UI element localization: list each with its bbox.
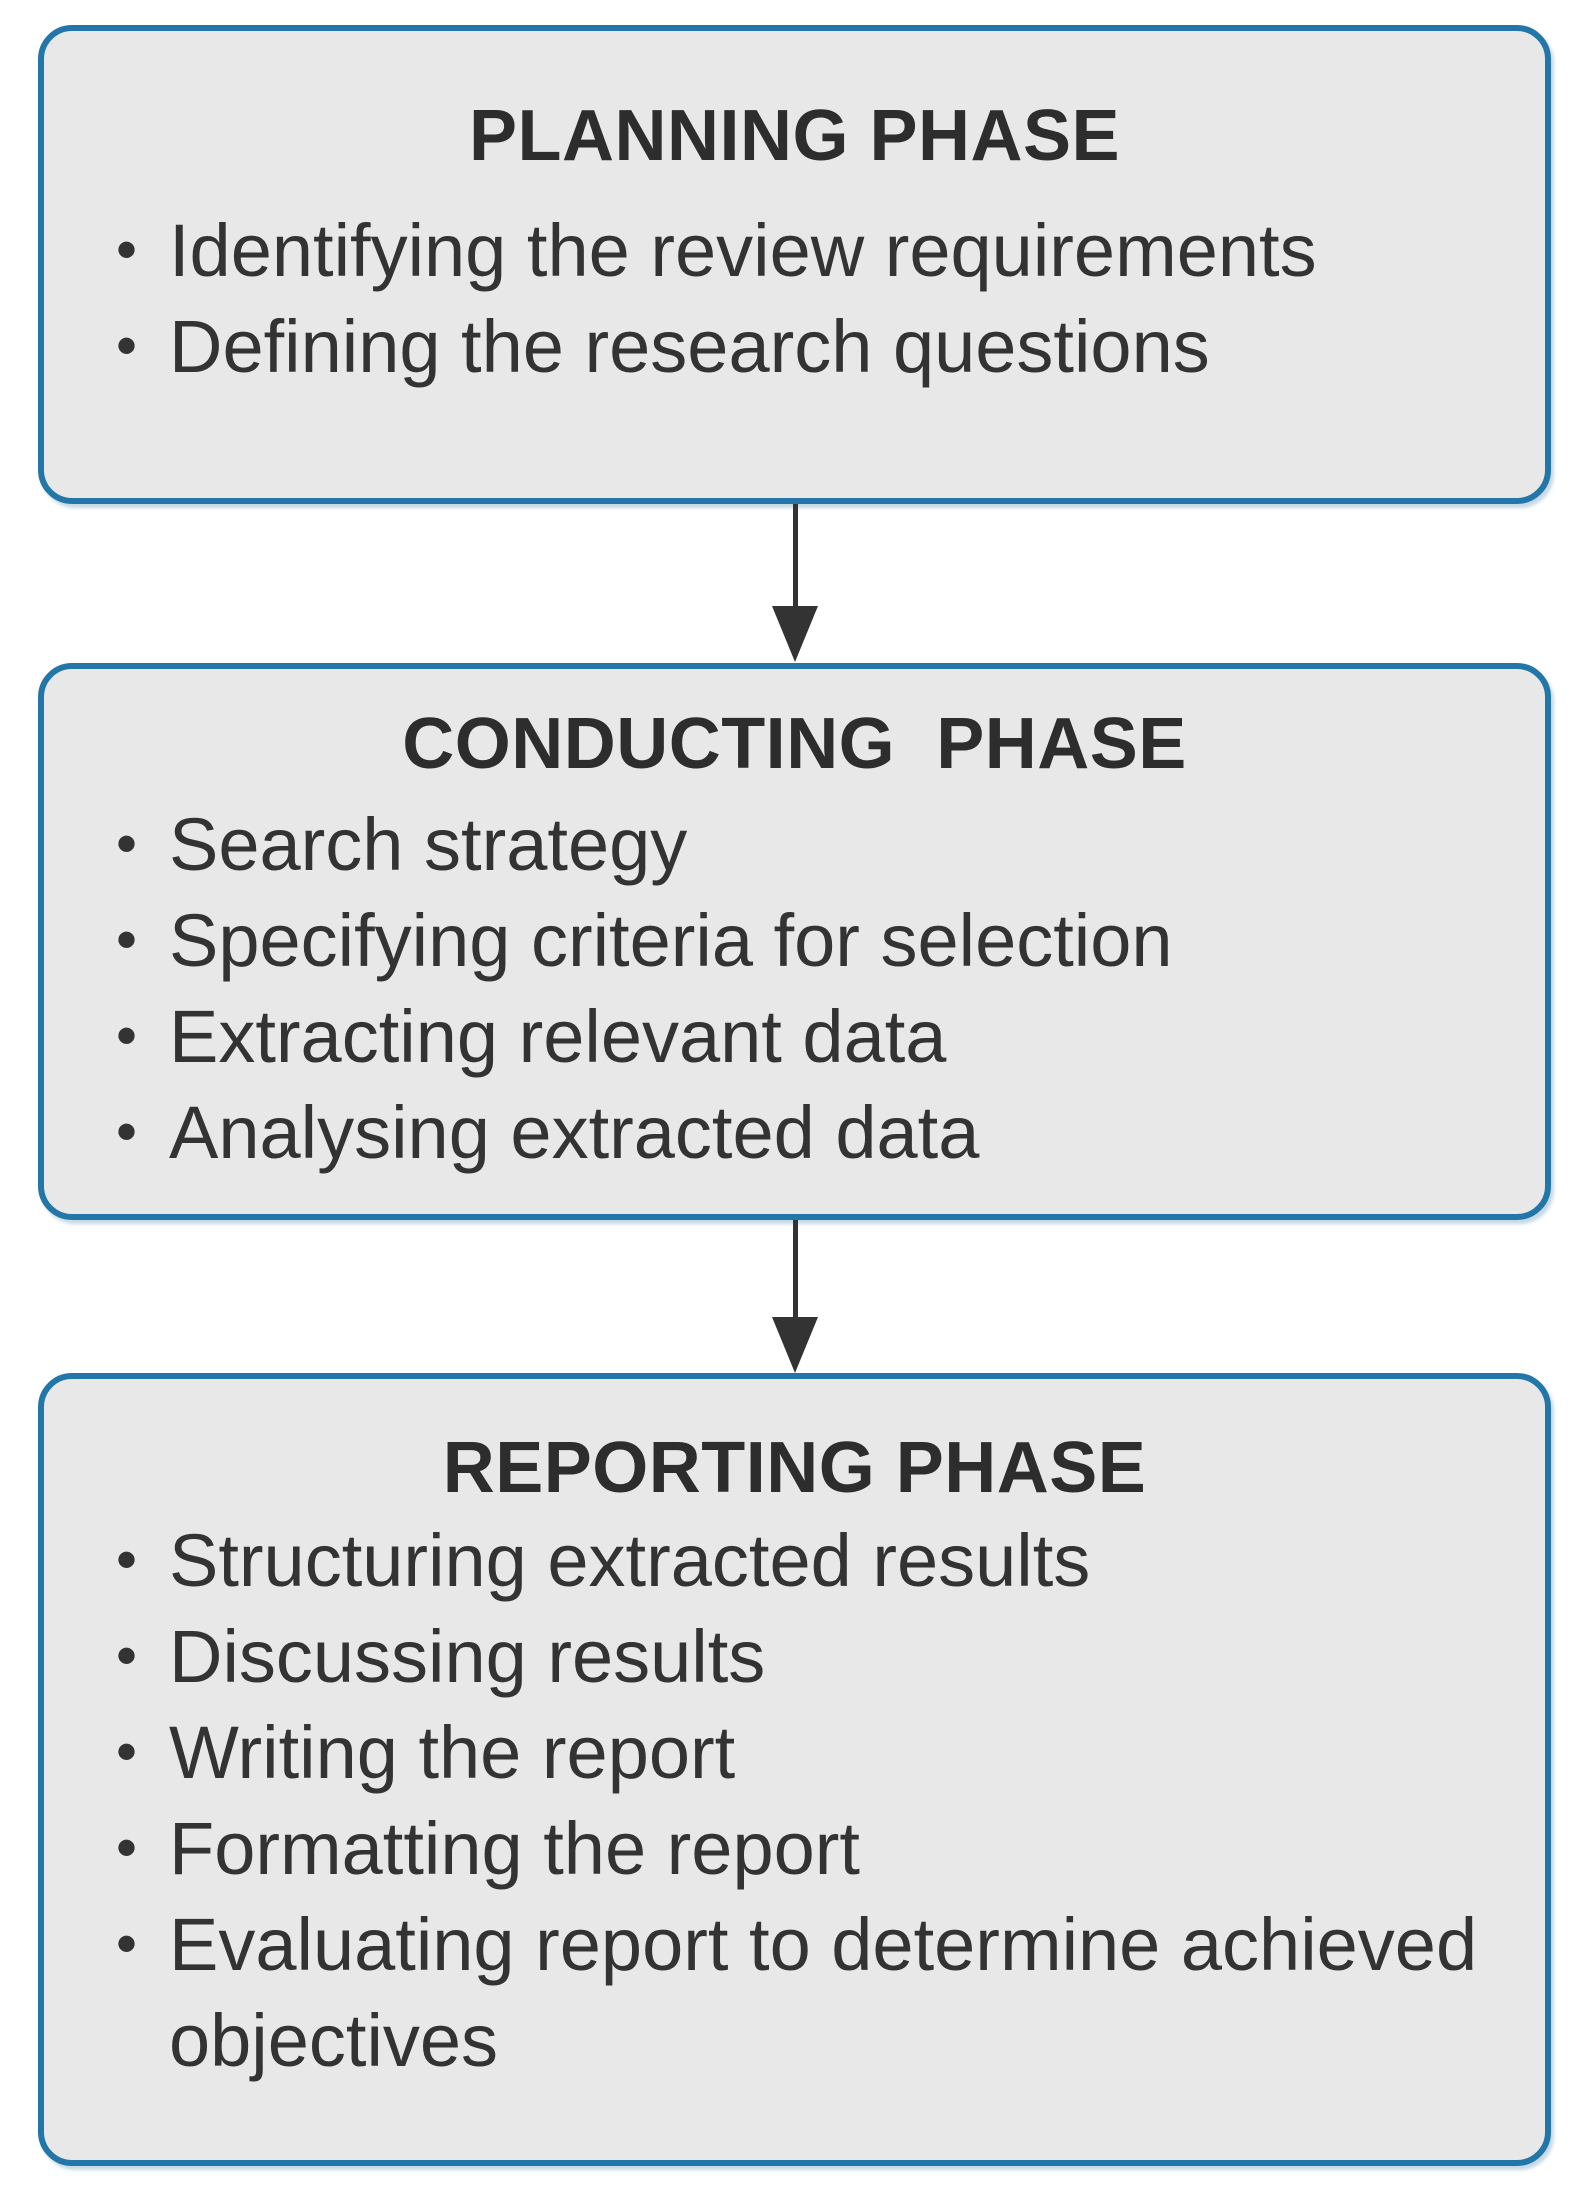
bullet-item: Defining the research questions xyxy=(114,299,1505,395)
bullet-item: Discussing results xyxy=(114,1609,1505,1705)
phase-title-planning: PLANNING PHASE xyxy=(468,96,1121,176)
phase-title-conducting: CONDUCTING PHASE xyxy=(402,704,1187,784)
bullet-item: Search strategy xyxy=(114,797,1505,893)
arrow-stem xyxy=(793,1220,798,1319)
bullet-list-planning: Identifying the review requirements Defi… xyxy=(44,203,1545,395)
phase-box-reporting: REPORTING PHASE Structuring extracted re… xyxy=(38,1373,1551,2166)
bullet-list-conducting: Search strategy Specifying criteria for … xyxy=(44,797,1545,1181)
arrow-head-icon xyxy=(772,606,818,662)
phase-box-conducting: CONDUCTING PHASE Search strategy Specify… xyxy=(38,663,1551,1220)
bullet-item: Identifying the review requirements xyxy=(114,203,1505,299)
bullet-item: Extracting relevant data xyxy=(114,989,1505,1085)
bullet-item: Structuring extracted results xyxy=(114,1513,1505,1609)
arrow-head-icon xyxy=(772,1317,818,1373)
bullet-item: Analysing extracted data xyxy=(114,1085,1505,1181)
bullet-item: Specifying criteria for selection xyxy=(114,893,1505,989)
bullet-list-reporting: Structuring extracted results Discussing… xyxy=(44,1513,1545,2089)
phase-box-planning: PLANNING PHASE Identifying the review re… xyxy=(38,25,1551,504)
phase-title-reporting: REPORTING PHASE xyxy=(442,1428,1147,1508)
bullet-item: Writing the report xyxy=(114,1705,1505,1801)
bullet-item: Formatting the report xyxy=(114,1801,1505,1897)
bullet-item: Evaluating report to determine achieved … xyxy=(114,1897,1505,2089)
arrow-stem xyxy=(793,504,798,608)
